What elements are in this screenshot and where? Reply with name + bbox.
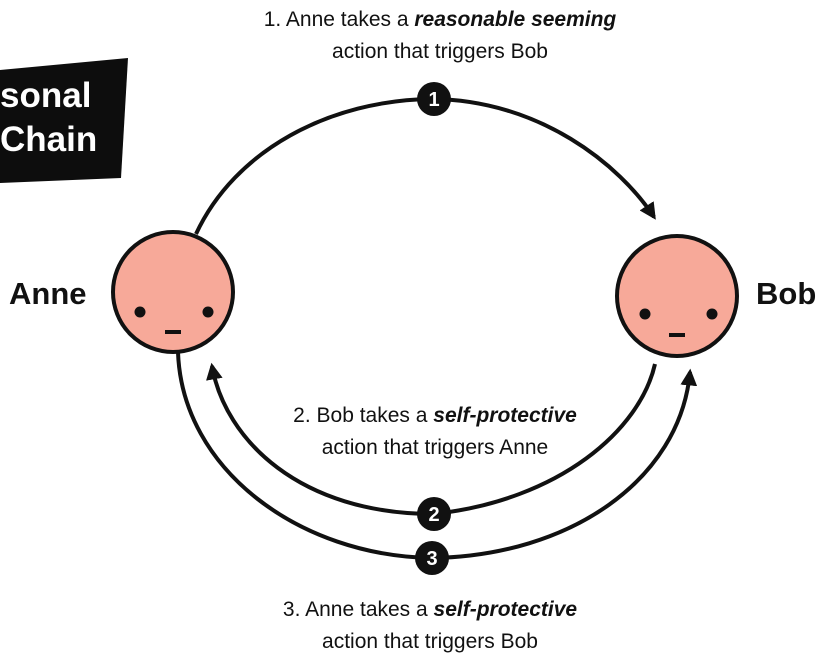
bob-right-eye [706,308,718,320]
step-3-prefix: 3. Anne takes a [282,598,434,621]
title-line-2: Chain [0,120,98,159]
step-2-prefix: 2. Bob takes a [293,404,434,427]
step-3-rest: action that triggers Bob [322,630,538,653]
bob-name: Bob [756,276,817,311]
step-3-label: 3. Anne takes a self-protective action t… [205,594,655,658]
arrow-step-1 [194,96,656,235]
step-1-emphasis: reasonable seeming [414,8,617,31]
title-line-1: sonal [0,76,92,115]
title-tag-background [0,58,128,183]
step-3-emphasis: self-protective [433,598,578,621]
anne-face [111,230,235,354]
anne-left-eye [134,306,146,318]
step-2-label: 2. Bob takes a self-protective action th… [210,400,660,464]
step-2-badge: 2 [417,497,451,531]
bob-face [615,234,739,358]
step-2-number: 2 [428,504,439,526]
anne-name: Anne [9,276,87,311]
step-1-number: 1 [428,89,439,111]
step-1-label: 1. Anne takes a reasonable seeming actio… [190,4,690,68]
step-2-rest: action that triggers Anne [321,436,549,459]
step-1-prefix: 1. Anne takes a [263,8,415,31]
step-1-badge: 1 [417,82,451,116]
step-1-rest: action that triggers Bob [332,40,548,63]
anne-right-eye [202,306,214,318]
bob-left-eye [639,308,651,320]
step-3-badge: 3 [415,541,449,575]
step-3-number: 3 [426,548,437,570]
step-2-emphasis: self-protective [433,404,577,427]
